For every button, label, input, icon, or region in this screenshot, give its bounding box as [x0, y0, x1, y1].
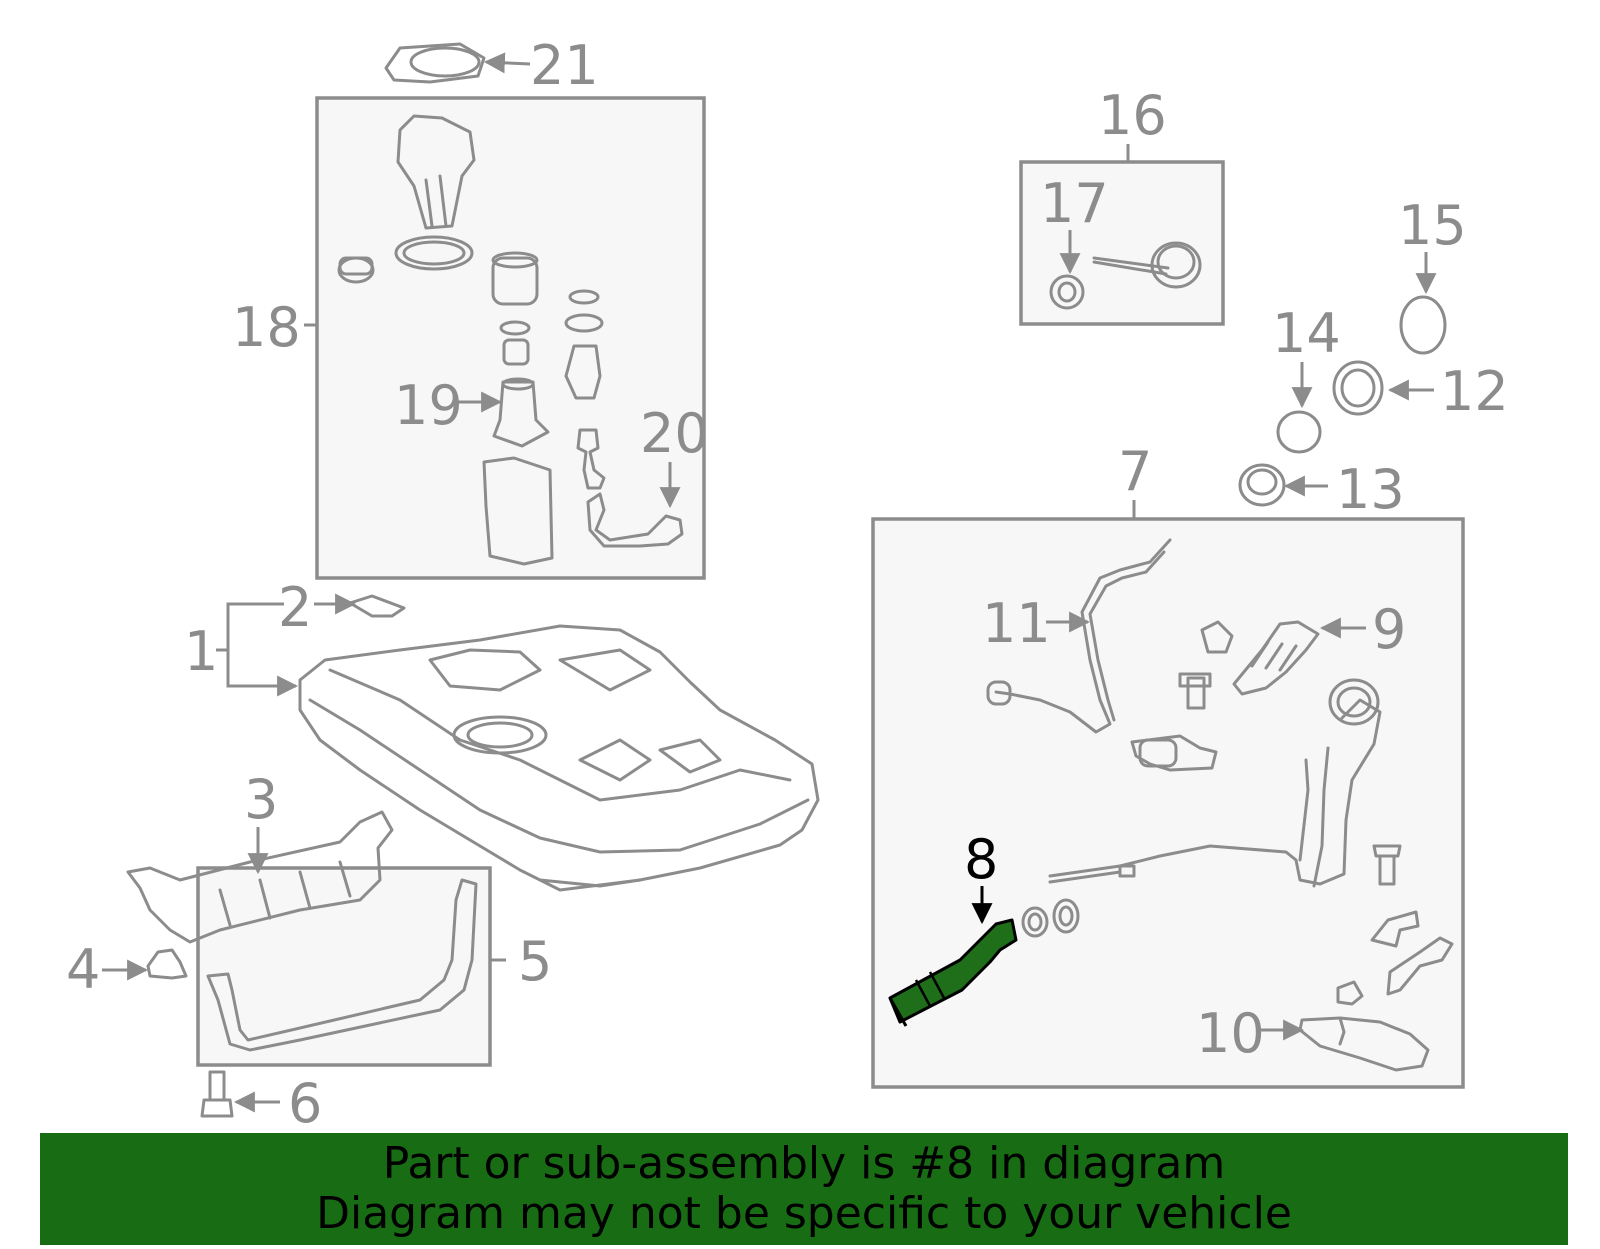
callout-6: 6: [288, 1072, 322, 1130]
callout-21: 21: [530, 34, 599, 97]
bracket-part: [1178, 620, 1320, 710]
callout-16: 16: [1098, 84, 1167, 147]
callout-7: 7: [1118, 440, 1152, 503]
tank-gasket-part: [348, 594, 406, 618]
filler-pipe-assembly-box: [871, 517, 1465, 1089]
callout-3: 3: [244, 768, 278, 831]
callout-9: 9: [1372, 598, 1406, 661]
callout-12: 12: [1440, 360, 1509, 423]
fuel-cap-part: [1049, 241, 1202, 310]
info-banner: Part or sub-assembly is #8 in diagram Di…: [40, 1133, 1568, 1245]
banner-line-1: Part or sub-assembly is #8 in diagram: [382, 1138, 1226, 1189]
vent-tube-part: [986, 538, 1172, 734]
callout-14: 14: [1272, 302, 1341, 365]
protector-part: [1298, 1016, 1430, 1072]
callout-10: 10: [1196, 1002, 1265, 1065]
lock-ring-part: [384, 42, 486, 84]
callout-8: 8: [964, 828, 998, 891]
washer-parts: [1021, 898, 1080, 938]
callout-19: 19: [394, 374, 463, 437]
tank-strap-box: [196, 866, 492, 1067]
callout-13: 13: [1336, 458, 1405, 521]
tank-strap-part: [206, 878, 478, 1052]
filler-pipe-part: [1048, 678, 1382, 888]
callout-5: 5: [518, 930, 552, 993]
highlighted-hose-part-8: [888, 918, 1018, 1027]
callout-11: 11: [982, 592, 1051, 655]
leader-lines: [102, 52, 1437, 1113]
callout-17: 17: [1040, 172, 1109, 235]
clamp-part: [1336, 844, 1454, 1006]
clip-part: [146, 948, 188, 980]
connector-part: [1130, 734, 1218, 772]
callout-18: 18: [232, 296, 301, 359]
callout-20: 20: [640, 402, 709, 465]
fuel-pump-assembly-box: [315, 96, 706, 580]
fuel-cap-box: [1019, 160, 1225, 326]
fuel-tank-part: [298, 624, 820, 892]
callout-1: 1: [184, 620, 218, 683]
parts-diagram: 1 2 3 4 5 6 7 8 9 10 11 12 13 14 15 16 1…: [66, 34, 1509, 1130]
callout-15: 15: [1398, 194, 1467, 257]
banner-line-2: Diagram may not be specific to your vehi…: [316, 1188, 1292, 1239]
callout-4: 4: [66, 938, 100, 1001]
heat-protector-part: [126, 810, 394, 944]
fuel-pump-module-parts: [337, 114, 684, 566]
bolt-part: [200, 1070, 234, 1118]
callout-2: 2: [278, 576, 312, 639]
